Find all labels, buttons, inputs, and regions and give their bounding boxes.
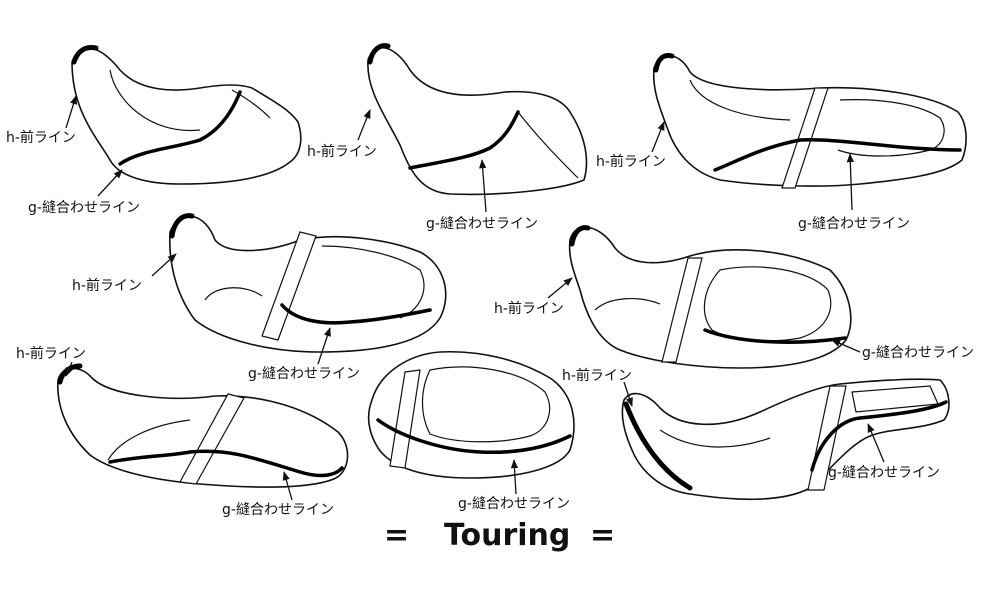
label-seam-line: g-縫合わせライン	[798, 216, 910, 232]
callout-labels: h-前ライン g-縫合わせライン h-前ライン g-縫合わせライン h-前ライン…	[6, 129, 974, 518]
label-front-line: h-前ライン	[307, 143, 377, 160]
seat-5-front-line	[569, 225, 591, 247]
footer-right-symbol: =	[590, 518, 615, 553]
seat-4-seam-line	[280, 303, 432, 325]
label-seam-line: g-縫合わせライン	[28, 200, 140, 216]
label-seam-line: g-縫合わせライン	[222, 502, 334, 518]
seat-6	[57, 363, 349, 488]
seat-2-seam-line	[408, 110, 520, 170]
callout-arrows	[65, 95, 885, 501]
label-seam-line: g-縫合わせライン	[426, 216, 538, 232]
footer-title: = Touring =	[384, 518, 615, 553]
seat-7-seam-line	[376, 418, 572, 455]
label-front-line: h-前ライン	[596, 153, 666, 170]
label-seam-line: g-縫合わせライン	[248, 366, 360, 382]
seat-5-seam-line	[703, 328, 847, 344]
label-front-line: h-前ライン	[6, 129, 76, 146]
label-front-line: h-前ライン	[16, 345, 86, 362]
seat-4-front-line	[169, 213, 195, 239]
seat-3	[652, 53, 967, 189]
footer-title-text: Touring	[444, 518, 570, 553]
label-front-line: h-前ライン	[72, 277, 142, 294]
seat-3-front-line	[653, 53, 675, 73]
seat-2	[367, 43, 588, 196]
label-seam-line: g-縫合わせライン	[862, 345, 974, 361]
seat-1-front-line	[71, 45, 99, 65]
seat-8-seam-line	[810, 400, 948, 472]
seat-2-front-line	[367, 43, 391, 65]
footer-left-symbol: =	[384, 518, 409, 553]
seat-1-seam-line	[118, 90, 242, 166]
seat-1	[71, 45, 302, 185]
label-seam-line: g-縫合わせライン	[828, 465, 940, 481]
seat-5	[568, 225, 852, 369]
seat-4	[169, 213, 447, 353]
seat-7	[367, 350, 575, 479]
seat-3-seam-line	[713, 138, 962, 172]
label-front-line: h-前ライン	[562, 367, 632, 384]
seat-6-seam-line	[108, 449, 344, 478]
seat-8	[621, 378, 950, 501]
seat-8-front-line	[623, 401, 693, 491]
label-seam-line: g-縫合わせライン	[458, 496, 570, 512]
label-front-line: h-前ライン	[494, 300, 564, 317]
